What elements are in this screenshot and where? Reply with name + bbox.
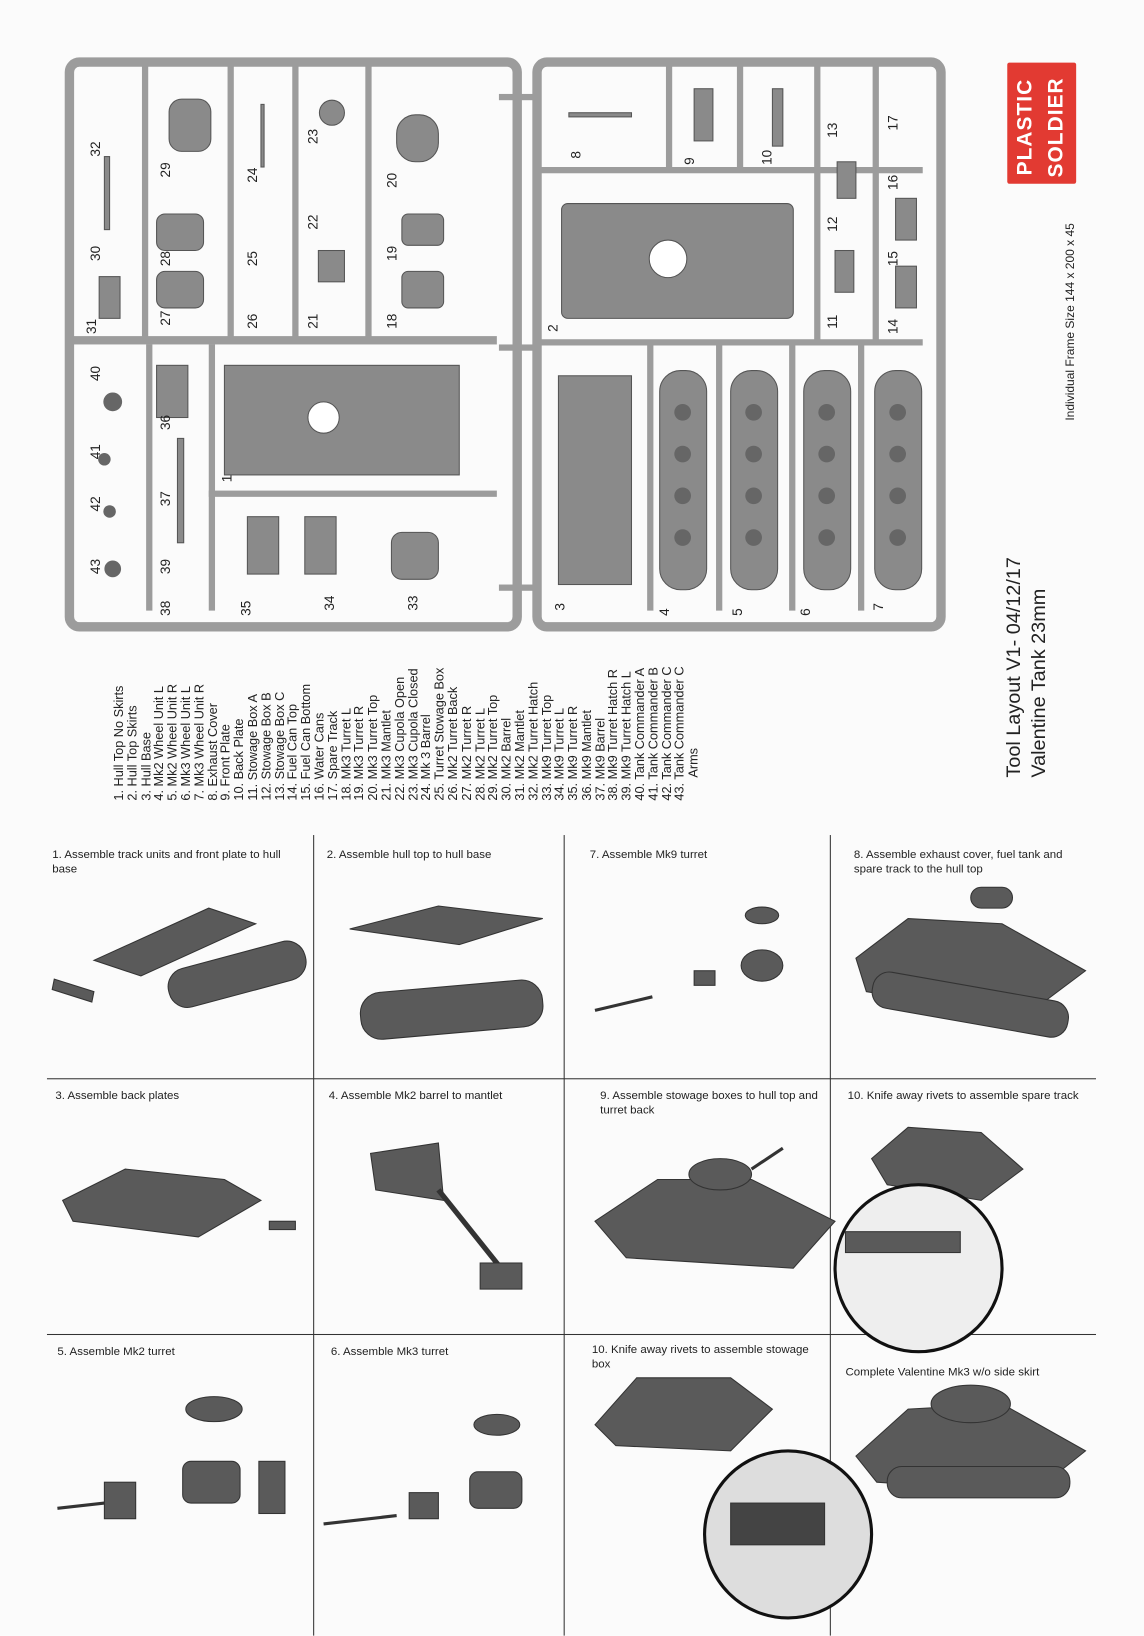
step-10-stowage-caption: 10. Knife away rivets to assemble stowag… [591,1343,809,1371]
step-6-caption: 6. Assemble Mk3 turret [330,1345,449,1358]
step-7-caption: 7. Assemble Mk9 turret [589,848,708,862]
part-hull-top-1 [223,364,460,476]
part-track-7 [874,370,923,591]
step-5-caption: 5. Assemble Mk2 turret [57,1345,175,1358]
sprue-parts-drawing [98,88,923,591]
part-hull-base-3 [557,375,633,586]
step-3-caption: 3. Assemble back plates [55,1089,180,1103]
step-4-caption: 4. Assemble Mk2 barrel to mantlet [328,1089,503,1103]
step-10-spare-track-caption: 10. Knife away rivets to assemble spare … [847,1089,1079,1103]
part-track-4 [659,370,708,591]
hull-base-illustration [92,907,258,977]
step-1-caption: 1. Assemble track units and front plate … [52,848,281,876]
plastic-soldier-logo: PLASTIC SOLDIER [1007,62,1077,184]
step-2-caption: 2. Assemble hull top to hull base [326,848,492,862]
step-8-caption: 8. Assemble exhaust cover, fuel tank and… [853,848,1063,876]
step-9-caption: 9. Assemble stowage boxes to hull top an… [600,1089,818,1117]
part-track-5 [730,370,779,591]
complete-caption: Complete Valentine Mk3 w/o side skirt [845,1366,1040,1379]
part-track-6 [803,370,852,591]
